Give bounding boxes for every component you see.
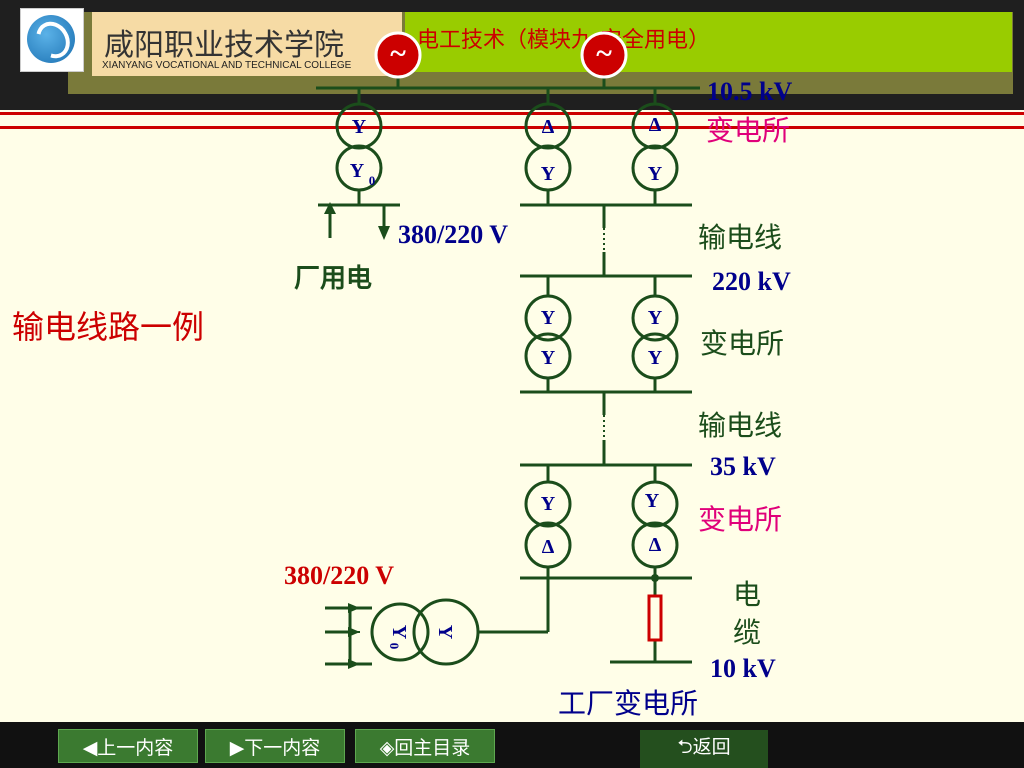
winding-sub35-2-primary: Y bbox=[645, 490, 660, 512]
school-title-box: 咸阳职业技术学院 XIANYANG VOCATIONAL AND TECHNIC… bbox=[92, 12, 402, 76]
winding-plant-secondary-sub: 0 bbox=[369, 173, 376, 188]
label-substation-mid: 变电所 bbox=[700, 327, 784, 360]
sub220-2-primary bbox=[631, 294, 679, 342]
winding-sub35-1-secondary: Δ bbox=[542, 536, 555, 558]
label-cable-2: 缆 bbox=[733, 616, 761, 649]
generator-2-icon bbox=[580, 31, 628, 79]
winding-plant-secondary: Y bbox=[350, 160, 365, 182]
label-35kv: 35 kV bbox=[710, 452, 776, 481]
winding-stepup-1-secondary: Y bbox=[541, 163, 556, 185]
label-cable-1: 电 bbox=[733, 578, 761, 611]
winding-plant-primary: Y bbox=[352, 116, 367, 138]
school-logo bbox=[20, 8, 84, 72]
back-button[interactable]: ⮌返回 bbox=[640, 730, 768, 768]
winding-sub35-2-secondary: Δ bbox=[649, 534, 662, 556]
local-tx-primary bbox=[412, 598, 480, 666]
winding-local-secondary-sub: 0 bbox=[387, 643, 402, 650]
label-220kv: 220 kV bbox=[712, 267, 791, 296]
divider-line-bottom bbox=[0, 126, 1024, 129]
winding-sub220-2-primary: Y bbox=[648, 307, 663, 329]
generator-1-icon bbox=[374, 31, 422, 79]
sub220-1-primary bbox=[524, 294, 572, 342]
voltage-labels: 10.5 kV 380/220 V 220 kV 35 kV 380/220 V… bbox=[284, 77, 792, 683]
local-tx-secondary bbox=[370, 602, 430, 662]
label-380v-top: 380/220 V bbox=[398, 220, 508, 249]
winding-sub220-1-primary: Y bbox=[541, 307, 556, 329]
next-content-button[interactable]: ▶下一内容 bbox=[205, 729, 345, 763]
stepup-1-primary bbox=[524, 102, 572, 150]
sub35-1-primary bbox=[524, 480, 572, 528]
winding-local-primary: Y bbox=[434, 625, 456, 640]
label-line-1: 输电线 bbox=[698, 221, 782, 254]
plant-arrow-up-icon bbox=[324, 202, 336, 214]
label-substation-low: 变电所 bbox=[698, 503, 782, 536]
home-menu-button[interactable]: ◈回主目录 bbox=[355, 729, 495, 763]
label-factory-substation: 工厂变电所 bbox=[558, 687, 698, 720]
course-title: 电工技术（模块九 安全用电） bbox=[417, 28, 710, 53]
winding-stepup-2-secondary: Y bbox=[648, 163, 663, 185]
label-substation-top: 变电所 bbox=[706, 114, 790, 147]
winding-sub35-1-primary: Y bbox=[541, 493, 556, 515]
winding-labels: Y Y 0 Δ Y Δ Y Y Y Y Y Y Δ Y Δ Y Y 0 bbox=[350, 114, 663, 649]
label-line-2: 输电线 bbox=[698, 409, 782, 442]
school-name: 咸阳职业技术学院 bbox=[104, 28, 344, 63]
slide-caption: 输电线路一例 bbox=[12, 308, 204, 346]
winding-sub220-1-secondary: Y bbox=[541, 347, 556, 369]
plant-tx-primary bbox=[335, 102, 383, 150]
cable-icon bbox=[647, 594, 663, 642]
school-name-en: XIANYANG VOCATIONAL AND TECHNICAL COLLEG… bbox=[102, 60, 352, 71]
label-plant-power: 厂用电 bbox=[294, 264, 372, 294]
descriptive-labels: 变电所 厂用电 输电线 变电所 输电线 变电所 电 缆 工厂变电所 输电线路一例 bbox=[12, 114, 790, 720]
winding-local-secondary: Y bbox=[388, 625, 410, 640]
generator-1-symbol: ~ bbox=[390, 37, 406, 70]
label-10kv: 10 kV bbox=[710, 654, 776, 683]
cable-junction bbox=[651, 574, 659, 582]
logo-emblem-icon bbox=[27, 15, 75, 63]
label-10-5kv: 10.5 kV bbox=[707, 77, 792, 106]
prev-content-button[interactable]: ◀上一内容 bbox=[58, 729, 198, 763]
winding-sub220-2-secondary: Y bbox=[648, 347, 663, 369]
generator-2-symbol: ~ bbox=[596, 37, 612, 70]
winding-stepup-1-primary: Δ bbox=[542, 116, 555, 138]
divider-line-top bbox=[0, 112, 1024, 115]
stepup-2-primary bbox=[631, 102, 679, 150]
winding-stepup-2-primary: Δ bbox=[649, 114, 662, 136]
course-title-bar: 电工技术（模块九 安全用电） bbox=[405, 12, 1012, 72]
label-380v-bottom: 380/220 V bbox=[284, 561, 394, 590]
plant-arrow-down-icon bbox=[378, 226, 390, 240]
sub35-2-primary bbox=[631, 480, 679, 528]
